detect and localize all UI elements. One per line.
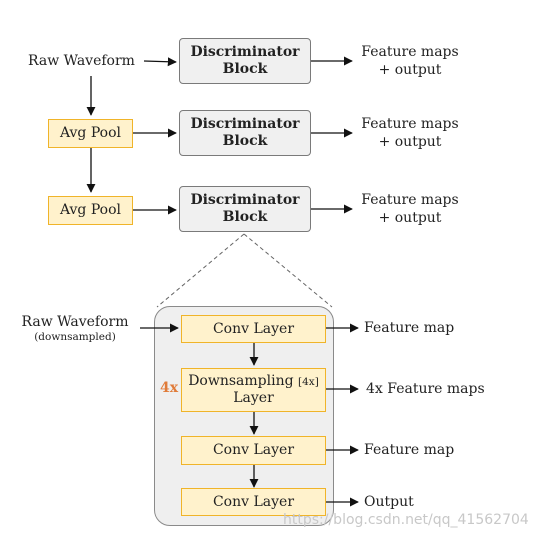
repeat-count-label: 4x (160, 380, 179, 396)
output-label-3: Feature maps + output (358, 191, 462, 227)
conv-layer-3-label: Conv Layer (212, 493, 295, 510)
discriminator-block-3-line1: Discriminator (190, 192, 300, 208)
detail-output-3: Feature map (364, 442, 455, 458)
output-label-3-line2: + output (378, 210, 442, 226)
avg-pool-1: Avg Pool (48, 119, 133, 148)
downsampling-layer-name: Downsampling (188, 373, 294, 389)
downsampling-layer: Downsampling [4x] Layer (181, 368, 326, 412)
output-label-3-line1: Feature maps (361, 192, 459, 208)
downsampling-layer-line2: Layer (233, 390, 274, 406)
discriminator-block-3: Discriminator Block (179, 186, 311, 232)
discriminator-block-1-line2: Block (222, 61, 268, 77)
zoom-line-left (156, 233, 245, 308)
conv-layer-3: Conv Layer (181, 488, 326, 516)
discriminator-block-2-line2: Block (222, 133, 268, 149)
discriminator-block-1-line1: Discriminator (190, 44, 300, 60)
zoom-line-right (243, 233, 333, 308)
detail-input-title: Raw Waveform (21, 314, 129, 330)
conv-layer-2-label: Conv Layer (212, 442, 295, 458)
raw-waveform-label: Raw Waveform (28, 53, 135, 69)
output-label-2-line2: + output (378, 134, 442, 150)
discriminator-block-3-line2: Block (222, 209, 268, 225)
avg-pool-2-label: Avg Pool (59, 202, 122, 218)
output-label-1-line1: Feature maps (361, 44, 459, 60)
discriminator-block-1: Discriminator Block (179, 38, 311, 84)
output-label-1: Feature maps + output (358, 43, 462, 79)
detail-input-label: Raw Waveform (downsampled) (10, 313, 140, 344)
detail-input-note: (downsampled) (34, 331, 116, 343)
downsampling-layer-tag: [4x] (298, 376, 319, 388)
detail-output-2: 4x Feature maps (366, 381, 485, 397)
conv-layer-2: Conv Layer (181, 436, 326, 465)
output-label-2-line1: Feature maps (361, 116, 459, 132)
avg-pool-1-label: Avg Pool (59, 125, 122, 141)
discriminator-block-2: Discriminator Block (179, 110, 311, 156)
discriminator-block-2-line1: Discriminator (190, 116, 300, 132)
detail-output-1: Feature map (364, 320, 455, 336)
detail-output-4: Output (364, 494, 414, 510)
conv-layer-1-label: Conv Layer (212, 320, 295, 337)
watermark: https://blog.csdn.net/qq_41562704 (283, 512, 529, 528)
output-label-2: Feature maps + output (358, 115, 462, 151)
downsampling-layer-line1: Downsampling [4x] (188, 373, 319, 390)
arrow-raw-to-disc1 (143, 57, 177, 67)
avg-pool-2: Avg Pool (48, 196, 133, 225)
conv-layer-1: Conv Layer (181, 315, 326, 343)
output-label-1-line2: + output (378, 62, 442, 78)
